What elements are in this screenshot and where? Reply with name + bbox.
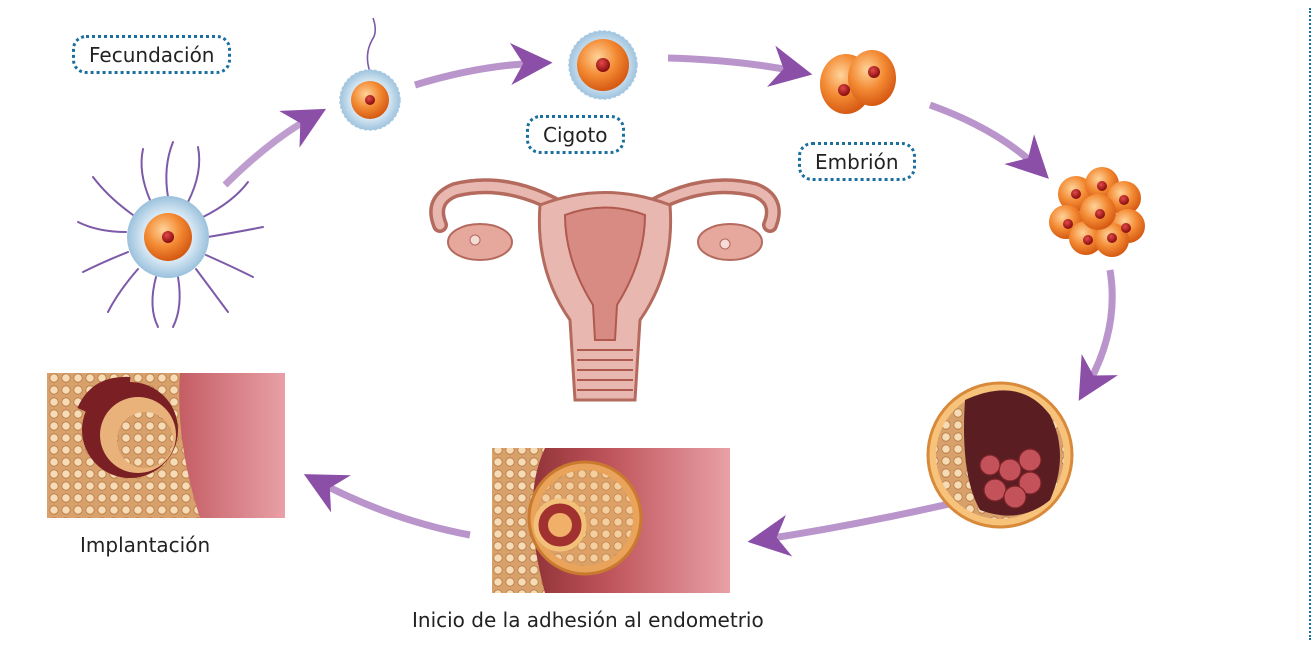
arrow-blastocyst-to-adhesion [760, 498, 975, 540]
label-cigoto: Cigoto [526, 115, 625, 154]
label-implantacion: Implantación [80, 535, 210, 555]
oocyte-icon [78, 142, 263, 327]
dotted-border [1309, 8, 1311, 640]
zygote-icon [569, 31, 637, 99]
arrow-morula-to-blastocyst [1085, 270, 1112, 390]
arrow-zygote-to-embryo [668, 58, 800, 72]
implantation-illustration [47, 373, 285, 518]
uterus-icon [437, 186, 773, 400]
label-adhesion: Inicio de la adhesión al endometrio [412, 610, 764, 630]
arrow-adhesion-to-implantation [315, 480, 470, 535]
arrow-fertilized-to-zygote [415, 63, 540, 85]
blastocyst-icon [928, 383, 1072, 527]
label-fecundacion: Fecundación [72, 35, 231, 74]
arrow-embryo-to-morula [930, 105, 1040, 170]
sperm-icon [340, 18, 400, 130]
label-embrion: Embrión [798, 142, 916, 181]
adhesion-illustration [492, 448, 730, 593]
morula-icon [1049, 167, 1145, 257]
arrow-oocyte-to-fertilized [225, 115, 315, 185]
embryo-icon [820, 50, 896, 114]
